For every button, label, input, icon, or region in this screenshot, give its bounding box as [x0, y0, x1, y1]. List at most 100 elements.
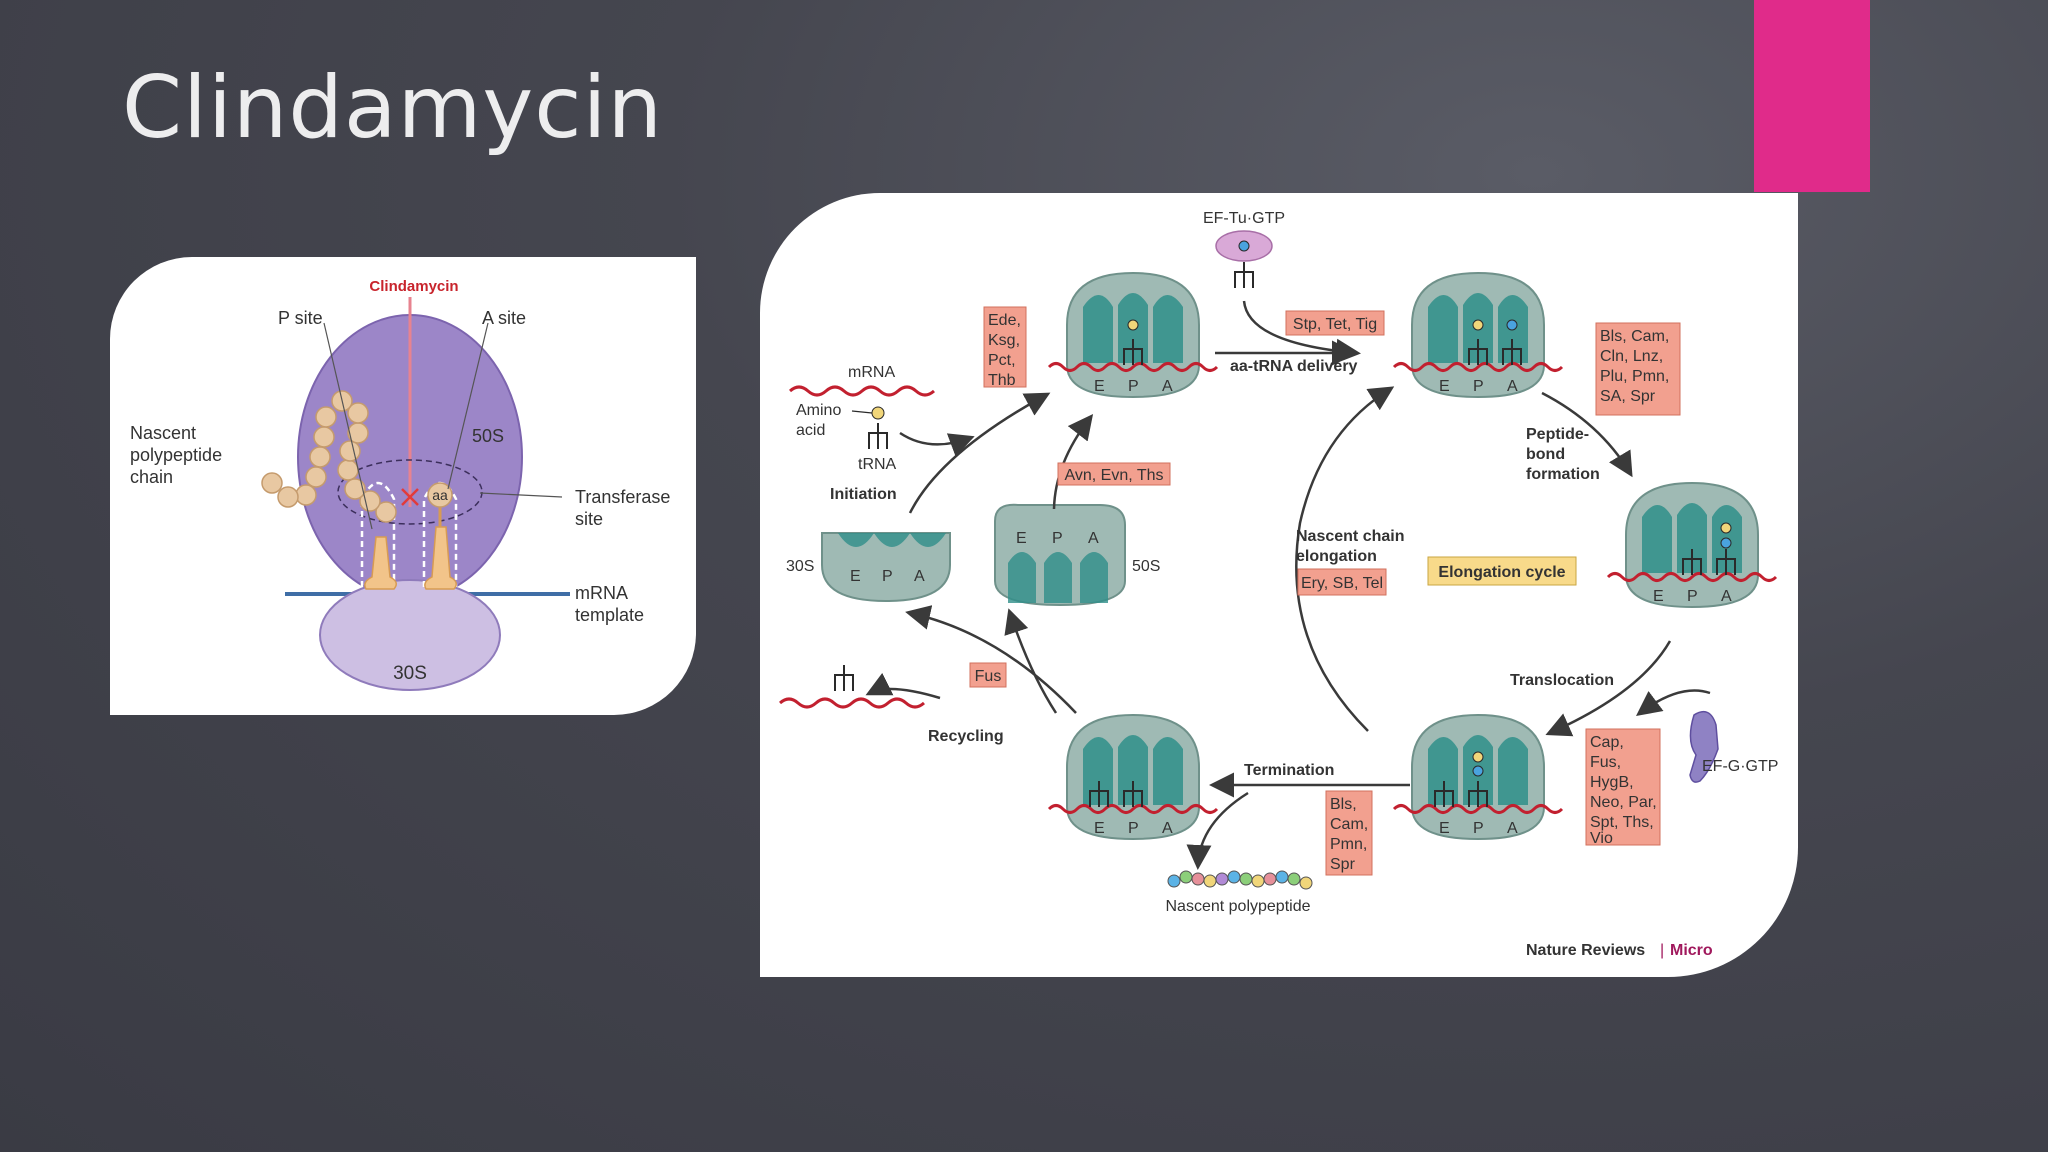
drug-boxes — [969, 306, 1681, 876]
subunit-30s — [821, 532, 951, 603]
trna-label: tRNA — [858, 456, 897, 473]
small-subunit-shape — [319, 579, 501, 691]
site-e-bl: E — [1094, 820, 1105, 837]
nascent-chain-1: Nascent chain — [1296, 528, 1404, 545]
slide-title: Clindamycin — [122, 58, 663, 158]
box-ede-1: Ede, — [988, 312, 1021, 329]
ef-g-shape — [1689, 710, 1719, 783]
peptide-bond-1: Peptide- — [1526, 426, 1589, 443]
site-e-tl: E — [1094, 378, 1105, 395]
site-a-tr: A — [1507, 378, 1518, 395]
credit-source: Nature Reviews — [1526, 942, 1645, 959]
box-bls-2: Cln, Lnz, — [1600, 348, 1663, 365]
peptide-bond-3: formation — [1526, 466, 1600, 483]
box-cap-1: Cap, — [1590, 734, 1624, 751]
transferase-label-1: Transferase — [575, 487, 670, 507]
recycled-trna — [834, 664, 854, 692]
box-fus: Fus — [975, 668, 1002, 685]
nascent-label-1: Nascent — [130, 423, 196, 443]
box-ede-2: Ksg, — [988, 332, 1020, 349]
recycling-label: Recycling — [928, 728, 1004, 745]
nascent-polypeptide-label: Nascent polypeptide — [1166, 898, 1311, 915]
aminoacid-dots — [1127, 319, 1732, 777]
box-bls-4: SA, Spr — [1600, 388, 1656, 405]
mrna-strand-bottom — [779, 697, 925, 709]
box-stp: Stp, Tet, Tig — [1293, 316, 1377, 333]
mrna-label-1: mRNA — [575, 583, 628, 603]
nascent-chain-2: elongation — [1296, 548, 1377, 565]
blocked-transfer-icon — [401, 488, 419, 506]
sub50-label: 50S — [1132, 558, 1160, 575]
site-e-tr: E — [1439, 378, 1450, 395]
small-subunit-label: 30S — [393, 663, 427, 684]
nascent-label-3: chain — [130, 467, 173, 487]
amino-label-1: Amino — [796, 402, 841, 419]
nascent-label-2: polypeptide — [130, 445, 222, 465]
accent-bar — [1754, 0, 1870, 192]
site-p-bl: P — [1128, 820, 1139, 837]
box-bls-1: Bls, Cam, — [1600, 328, 1669, 345]
drug-label: Clindamycin — [369, 278, 458, 295]
site-p-r: P — [1687, 588, 1698, 605]
box-avn: Avn, Evn, Ths — [1064, 467, 1163, 484]
a-site-trna — [424, 526, 457, 590]
ef-tu-aa — [1238, 240, 1250, 252]
transferase-site-ring — [337, 459, 483, 525]
mrna-strand-top — [789, 385, 935, 397]
box-bls2-2: Cam, — [1330, 816, 1368, 833]
mrna-label-2: template — [575, 605, 644, 625]
ef-g-label: EF-G·GTP — [1702, 758, 1778, 775]
site-e-br: E — [1439, 820, 1450, 837]
peptide-bond-2: bond — [1526, 446, 1565, 463]
a-site-label: A site — [482, 308, 526, 328]
initiation-trna — [868, 422, 888, 450]
site-e-r: E — [1653, 588, 1664, 605]
box-cap-5: Spt, Ths, — [1590, 814, 1654, 831]
box-bls2-3: Pmn, — [1330, 836, 1367, 853]
pointer-lines — [323, 322, 563, 530]
aa-trna-delivery-label: aa-tRNA delivery — [1230, 358, 1358, 375]
box-cap-2: Fus, — [1590, 754, 1621, 771]
ef-tu-trna — [1234, 261, 1254, 289]
p-site-outline — [360, 481, 396, 587]
ef-tu-label: EF-Tu·GTP — [1203, 210, 1285, 227]
elongation-cycle-box — [1427, 556, 1577, 586]
site-a-tl: A — [1162, 378, 1173, 395]
box-cap-4: Neo, Par, — [1590, 794, 1657, 811]
clindamycin-ribosome-figure: aa Clindamycin P site A site 50S 30S Nas… — [110, 257, 696, 715]
aa-label: aa — [432, 487, 448, 503]
box-cap-3: HygB, — [1590, 774, 1634, 791]
site-p-50s: P — [1052, 530, 1063, 547]
box-ede-3: Pct, — [988, 352, 1016, 369]
site-p-tr: P — [1473, 378, 1484, 395]
termination-label: Termination — [1244, 762, 1334, 779]
transferase-label-2: site — [575, 509, 603, 529]
box-cap-6: Vio — [1590, 830, 1613, 847]
site-p-br: P — [1473, 820, 1484, 837]
amino-link — [851, 410, 873, 414]
site-p-tl: P — [1128, 378, 1139, 395]
aa-bead — [427, 482, 453, 508]
initiation-label: Initiation — [830, 486, 897, 503]
amino-acid-dot — [871, 406, 885, 420]
p-site-trna — [364, 536, 397, 590]
site-e-50s: E — [1016, 530, 1027, 547]
site-e-30s: E — [850, 568, 861, 585]
box-bls2-4: Spr — [1330, 856, 1356, 873]
nascent-polypeptide-chain — [1167, 870, 1313, 890]
site-a-30s: A — [914, 568, 925, 585]
site-p-30s: P — [882, 568, 893, 585]
site-a-bl: A — [1162, 820, 1173, 837]
box-ede-4: Thb — [988, 372, 1016, 389]
subunit-50s — [994, 503, 1126, 607]
box-ery: Ery, SB, Tel — [1301, 575, 1383, 592]
mrna-label: mRNA — [848, 364, 895, 381]
credit-journal: Micro — [1670, 942, 1713, 959]
site-a-br: A — [1507, 820, 1518, 837]
box-bls-3: Plu, Pmn, — [1600, 368, 1669, 385]
box-bls2-1: Bls, — [1330, 796, 1357, 813]
large-subunit-label: 50S — [472, 426, 504, 446]
sub30-label: 30S — [786, 558, 814, 575]
translocation-label: Translocation — [1510, 672, 1614, 689]
elongation-cycle-label: Elongation cycle — [1438, 564, 1565, 581]
